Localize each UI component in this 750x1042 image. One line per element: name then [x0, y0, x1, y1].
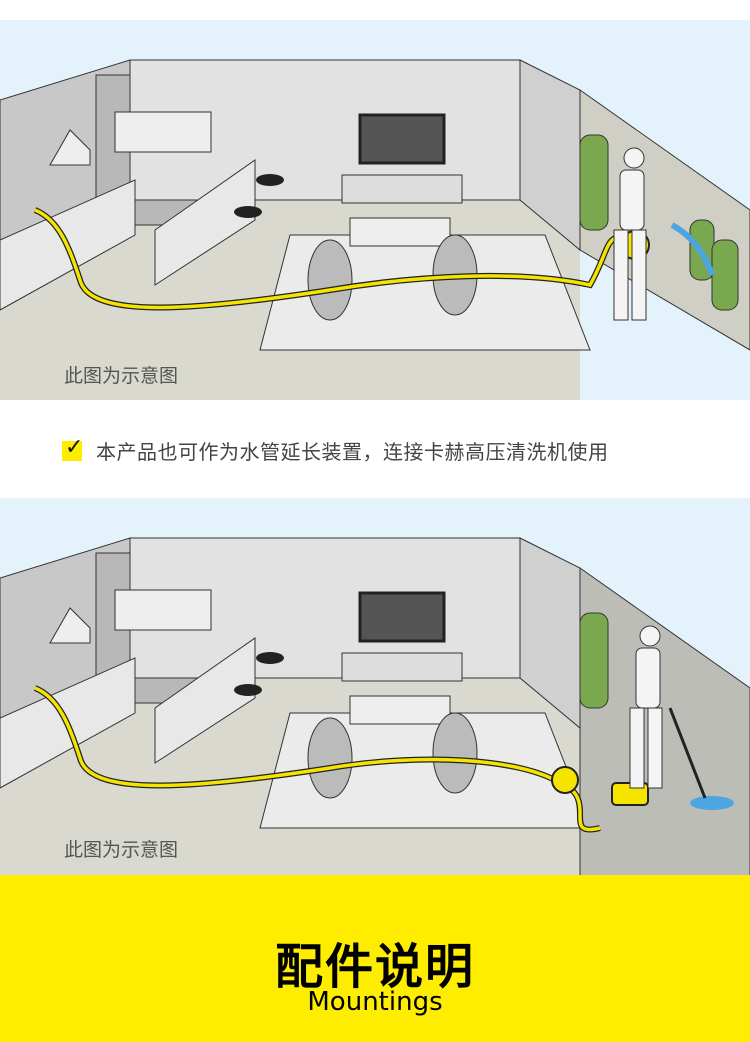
person-figure [629, 625, 663, 789]
banner-title: 配件说明 [274, 939, 475, 995]
scene-caption: 此图为示意图 [64, 839, 178, 861]
person-figure [613, 147, 647, 321]
section-banner: 配件说明 Mountings [0, 875, 750, 1042]
banner-subtitle: Mountings [307, 987, 443, 1017]
checkmark-icon: ✓ [62, 435, 83, 461]
rooftop-scene-2: 此图为示意图 [0, 498, 750, 878]
illustration-pressure-washer: 此图为示意图 [0, 498, 750, 878]
illustration-garden-hose-watering: 此图为示意图 [0, 20, 750, 400]
scene-caption: 此图为示意图 [64, 365, 178, 387]
compatibility-note: ✓ 本产品也可作为水管延长装置，连接卡赫高压清洗机使用 [62, 435, 609, 465]
note-text: 本产品也可作为水管延长装置，连接卡赫高压清洗机使用 [96, 440, 609, 464]
rooftop-scene-1: 此图为示意图 [0, 20, 750, 400]
